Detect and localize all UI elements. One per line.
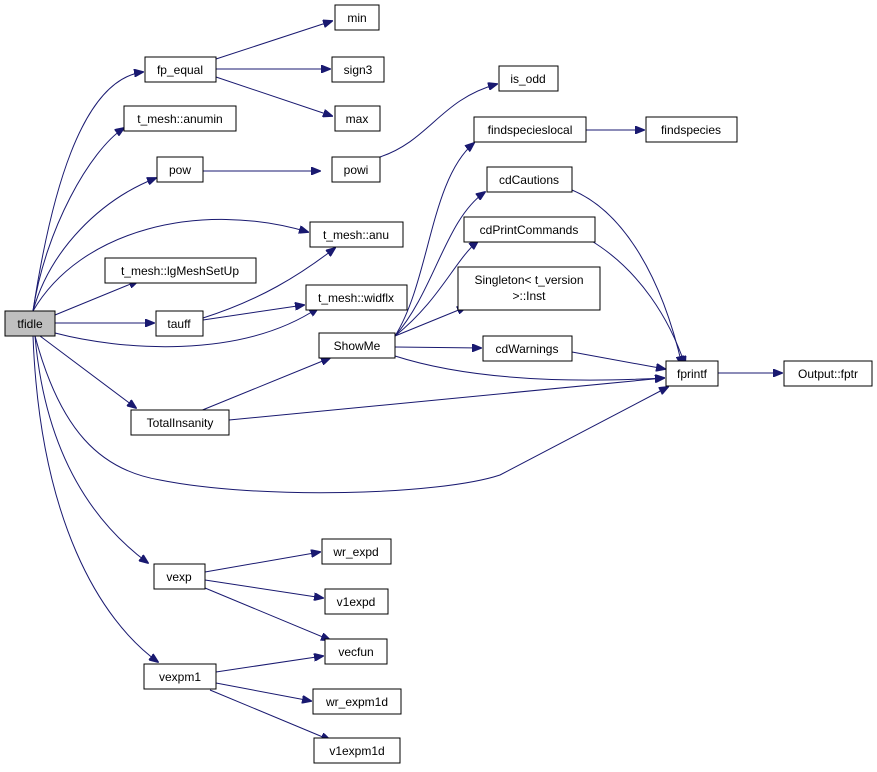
node-singleton[interactable]: Singleton< t_version >::Inst — [457, 266, 601, 311]
node-max[interactable]: max — [334, 105, 381, 132]
edge-fp_equal-max — [215, 76, 332, 116]
node-findspecies[interactable]: findspecies — [645, 116, 738, 143]
node-vecfun[interactable]: vecfun — [324, 638, 388, 665]
node-findspecieslocal[interactable]: findspecieslocal — [473, 116, 587, 143]
node-v1expm1d[interactable]: v1expm1d — [313, 737, 401, 764]
node-TotalInsanity[interactable]: TotalInsanity — [130, 409, 230, 436]
node-fp_equal[interactable]: fp_equal — [144, 56, 217, 83]
edge-ShowMe-cdCautions — [394, 192, 485, 337]
node-vexp[interactable]: vexp — [153, 563, 206, 590]
node-label: cdWarnings — [496, 342, 559, 356]
edge-TotalInsanity-fprintf — [228, 378, 664, 421]
node-powi[interactable]: powi — [331, 156, 381, 183]
node-label: vecfun — [338, 645, 373, 659]
edge-vexp-v1expd — [204, 579, 323, 598]
node-label: pow — [169, 163, 191, 177]
edge-tfidle-anumin — [32, 128, 124, 312]
node-wr_expd[interactable]: wr_expd — [321, 538, 392, 565]
node-label-line2: >::Inst — [512, 289, 546, 303]
edge-vexp-wr_expd — [204, 552, 320, 573]
edge-tauff-widflx — [202, 305, 304, 321]
node-label: TotalInsanity — [147, 416, 214, 430]
edge-ShowMe-fprintf — [394, 355, 664, 380]
node-cdWarnings[interactable]: cdWarnings — [482, 335, 573, 362]
edges — [32, 21, 782, 740]
edge-tfidle-vexp — [34, 335, 148, 563]
node-label: v1expm1d — [329, 744, 384, 758]
node-label: t_mesh::anu — [323, 228, 389, 242]
node-label: vexpm1 — [159, 670, 201, 684]
node-pow[interactable]: pow — [156, 156, 204, 183]
node-label: findspecieslocal — [488, 123, 573, 137]
node-label: max — [346, 112, 369, 126]
node-label: is_odd — [510, 72, 545, 86]
edge-TotalInsanity-ShowMe — [199, 358, 330, 412]
node-label: min — [347, 11, 366, 25]
edge-cdCautions-fprintf — [571, 189, 682, 365]
node-widflx[interactable]: t_mesh::widflx — [305, 284, 408, 311]
edge-vexpm1-vecfun — [215, 656, 323, 673]
node-wr_expm1d[interactable]: wr_expm1d — [312, 688, 402, 715]
node-min[interactable]: min — [334, 4, 380, 31]
node-cdCautions[interactable]: cdCautions — [486, 166, 573, 193]
node-anumin[interactable]: t_mesh::anumin — [123, 105, 237, 132]
edge-vexpm1-wr_expm1d — [215, 682, 311, 701]
edge-vexp-vecfun — [204, 587, 330, 640]
node-label: wr_expd — [332, 545, 378, 559]
node-label-line1: Singleton< t_version — [474, 273, 583, 287]
edge-cdPrintCommands-fprintf — [589, 239, 685, 365]
node-is_odd[interactable]: is_odd — [498, 65, 559, 92]
node-vexpm1[interactable]: vexpm1 — [143, 663, 217, 690]
node-cdPrintCommands[interactable]: cdPrintCommands — [463, 216, 596, 243]
edge-ShowMe-singleton — [394, 307, 466, 337]
edge-tfidle-widflx — [54, 308, 318, 348]
edge-cdWarnings-fprintf — [571, 351, 665, 369]
edge-tfidle-anu — [32, 218, 308, 312]
edge-tfidle-lgMeshSetUp — [54, 281, 138, 316]
edge-ShowMe-cdWarnings — [394, 347, 481, 348]
node-label: tfidle — [17, 317, 43, 331]
node-label: t_mesh::widflx — [318, 291, 394, 305]
node-label: cdPrintCommands — [480, 223, 579, 237]
edge-tauff-anu — [202, 248, 335, 319]
node-fprintf[interactable]: fprintf — [665, 360, 719, 387]
node-label: powi — [344, 163, 369, 177]
node-fptr[interactable]: Output::fptr — [783, 360, 873, 387]
node-label: vexp — [166, 570, 192, 584]
node-label: Output::fptr — [798, 367, 858, 381]
node-label: fprintf — [677, 367, 708, 381]
node-lgMeshSetUp[interactable]: t_mesh::lgMeshSetUp — [104, 257, 257, 284]
node-sign3[interactable]: sign3 — [331, 56, 385, 83]
edge-vexpm1-v1expm1d — [209, 689, 330, 740]
node-label: cdCautions — [499, 173, 559, 187]
edge-tfidle-fp_equal — [32, 72, 143, 312]
node-v1expd[interactable]: v1expd — [324, 588, 389, 615]
node-tfidle[interactable]: tfidle — [4, 310, 56, 337]
edge-tfidle-fprintf — [34, 335, 668, 494]
node-tauff[interactable]: tauff — [155, 310, 204, 337]
edge-tfidle-vexpm1 — [32, 335, 158, 662]
edge-ShowMe-findspecieslocal — [394, 143, 474, 337]
node-anu[interactable]: t_mesh::anu — [309, 221, 404, 248]
edge-fp_equal-min — [215, 21, 332, 60]
edge-tfidle-pow — [32, 178, 156, 312]
node-label: v1expd — [337, 595, 376, 609]
node-label: fp_equal — [157, 63, 203, 77]
edge-ShowMe-cdPrintCommands — [394, 241, 478, 337]
node-label: t_mesh::lgMeshSetUp — [121, 264, 239, 278]
node-label: sign3 — [344, 63, 373, 77]
node-label: ShowMe — [334, 339, 381, 353]
node-label: t_mesh::anumin — [137, 112, 222, 126]
edge-tfidle-TotalInsanity — [39, 335, 136, 408]
node-ShowMe[interactable]: ShowMe — [318, 332, 396, 359]
edge-powi-is_odd — [379, 84, 497, 158]
node-label: wr_expm1d — [325, 695, 388, 709]
node-label: findspecies — [661, 123, 721, 137]
nodes: tfidle fp_equal min sign3 max is_odd t_m… — [4, 4, 873, 764]
node-label: tauff — [167, 317, 191, 331]
